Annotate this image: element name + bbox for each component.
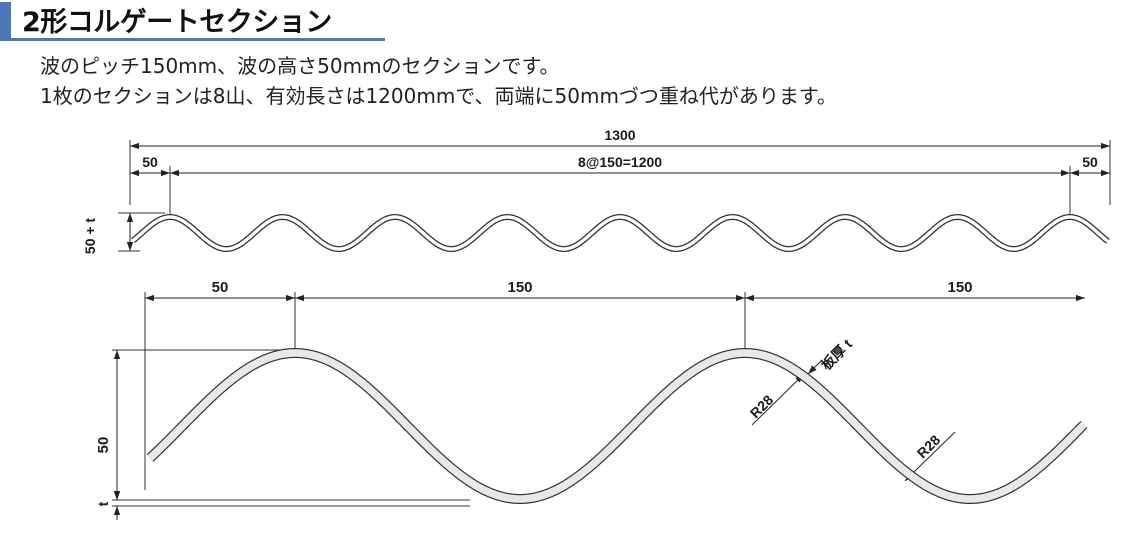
plate-thickness-label: 板厚 t [818,336,855,373]
detail-first-label: 50 [212,279,229,296]
detail-drawing: 50 150 150 50 t R28 R28 板厚 t [95,279,1088,520]
pitch-spec-label: 8@150=1200 [578,154,662,170]
height-label: 50 + t [82,218,98,255]
section-header: 2形コルゲートセクション [0,0,385,41]
detail-pitch-1-label: 150 [507,279,532,296]
detail-pitch-2-label: 150 [947,279,972,296]
description-line-1: 波のピッチ150mm、波の高さ50mmのセクションです。 [40,54,560,78]
detail-plate-outline [146,348,1088,504]
overview-wave-inner [131,215,1110,251]
overall-length-label: 1300 [604,127,635,143]
page-title: 2形コルゲートセクション [22,7,332,38]
lap-left-label: 50 [142,154,158,170]
overview-wave-outline [131,214,1110,252]
radius-1-leader [751,373,805,426]
radius-2-label: R28 [914,432,944,462]
title-underline [0,38,385,41]
title-accent-bar [0,2,11,38]
detail-height-label: 50 [95,437,112,454]
radius-2-leader [915,431,956,471]
lap-right-label: 50 [1082,154,1098,170]
detail-thickness-label: t [95,501,111,506]
radius-1-label: R28 [747,392,777,422]
plate-thickness-leader [807,359,823,375]
description-line-2: 1枚のセクションは8山、有効長さは1200mmで、両端に50mmづつ重ね代があり… [40,84,837,108]
detail-plate-fill [147,349,1087,503]
overview-drawing: 1300 50 8@150=1200 50 50 + t [82,127,1111,255]
